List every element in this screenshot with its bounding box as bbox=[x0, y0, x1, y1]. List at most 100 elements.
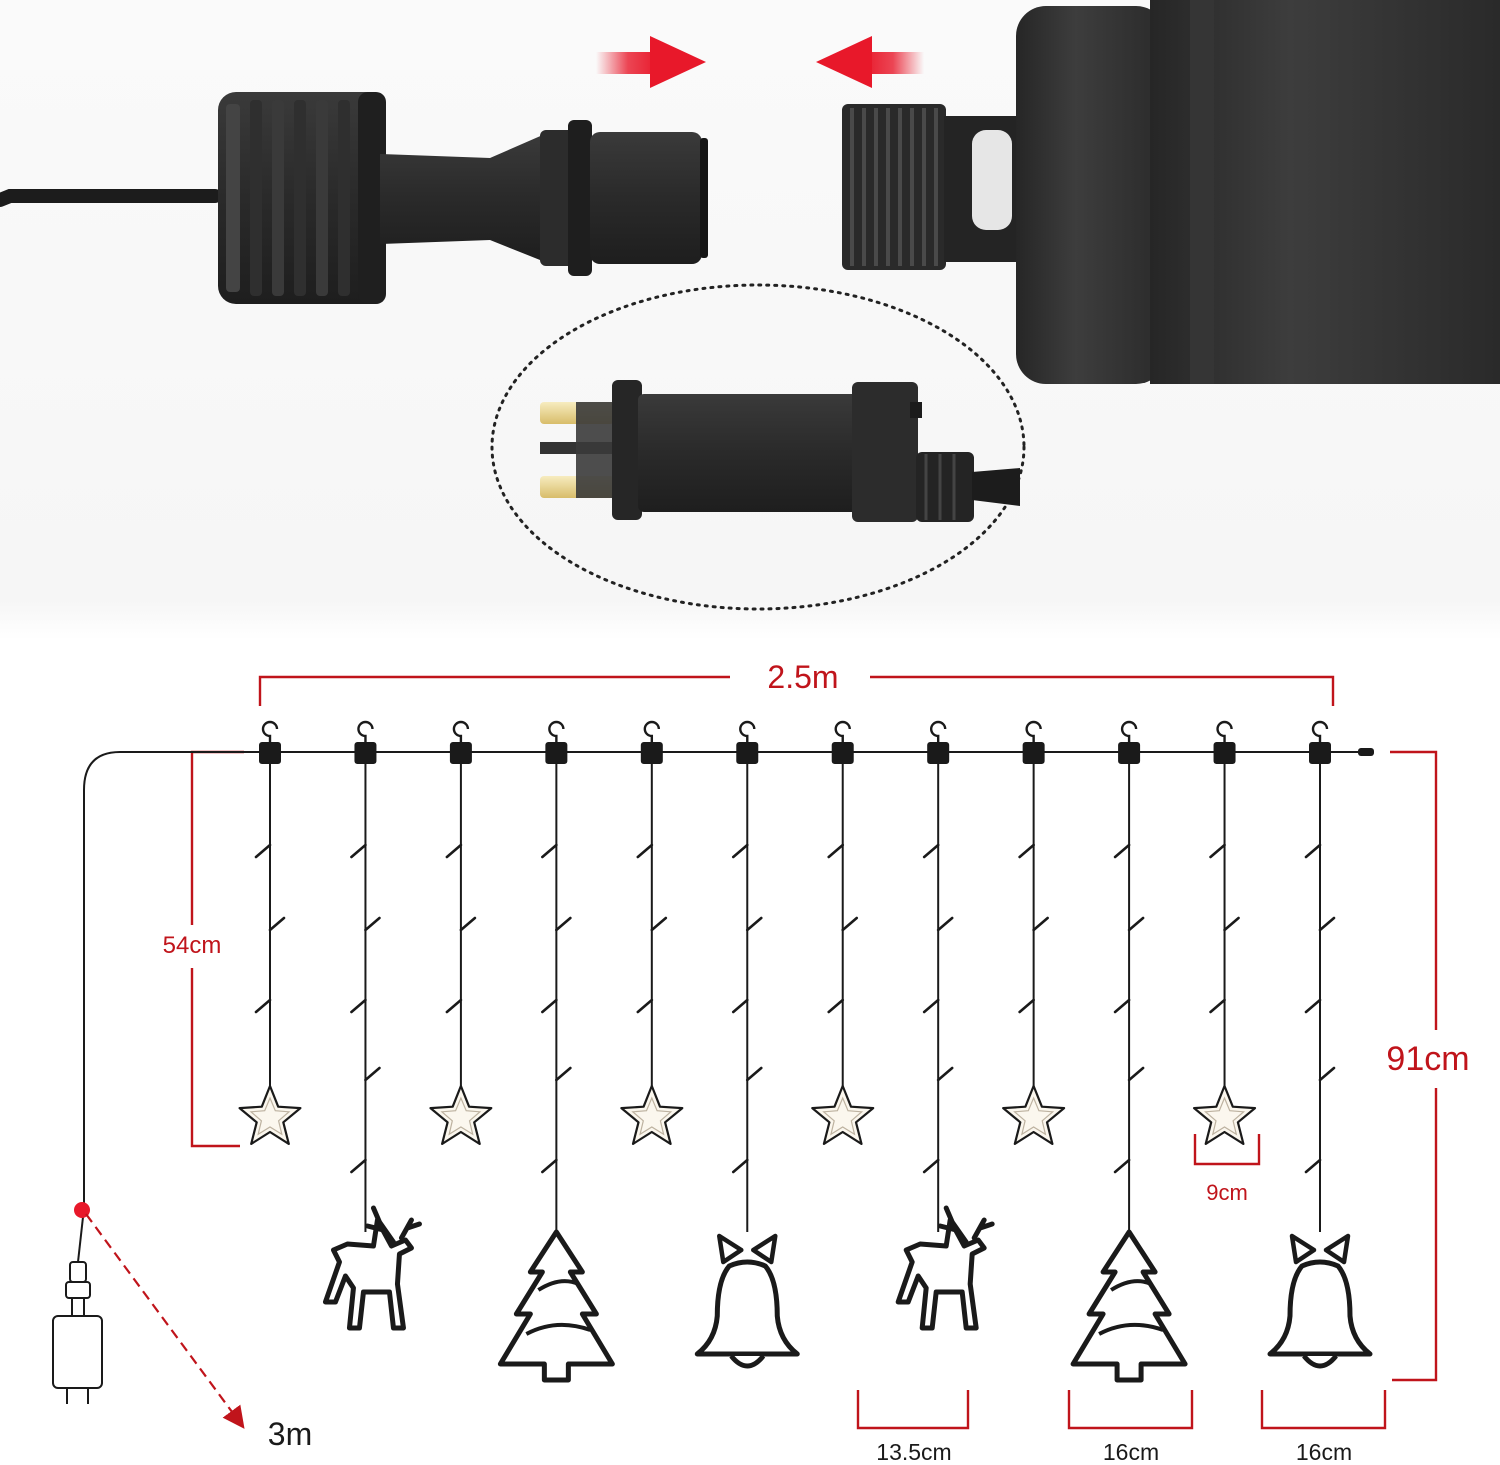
bell-clapper bbox=[729, 1354, 766, 1369]
led-bulb bbox=[1127, 1066, 1145, 1082]
star-icon bbox=[238, 1084, 302, 1145]
inset-ellipse bbox=[490, 283, 1026, 611]
led-bulb bbox=[254, 998, 272, 1014]
lead-cable-label: 3m bbox=[268, 1416, 312, 1452]
dim-91-bottom bbox=[1392, 1088, 1438, 1382]
led-bulb bbox=[541, 1158, 558, 1174]
antler-icon bbox=[364, 1205, 422, 1245]
star-inner-icon bbox=[440, 1096, 482, 1136]
led-bulb bbox=[350, 843, 367, 859]
led-bulb bbox=[364, 1066, 381, 1082]
strand-clip bbox=[1022, 742, 1045, 764]
threaded-socket bbox=[842, 104, 1024, 270]
led-bulb bbox=[827, 843, 845, 859]
lead-cable bbox=[0, 189, 222, 207]
power-housing bbox=[1016, 0, 1500, 384]
strand-9-star bbox=[1002, 720, 1066, 1145]
star-inner-icon bbox=[1204, 1096, 1246, 1136]
hook-icon bbox=[643, 720, 661, 742]
star-icon bbox=[811, 1084, 875, 1145]
star-icon bbox=[1002, 1084, 1066, 1145]
star-icon bbox=[1193, 1084, 1257, 1145]
strand-12-bell bbox=[1267, 720, 1373, 1369]
dim-width-right bbox=[870, 675, 1335, 706]
led-bulb bbox=[459, 916, 477, 932]
hook-icon bbox=[1120, 720, 1138, 742]
strand-clip bbox=[259, 742, 281, 764]
led-bulb bbox=[1032, 916, 1049, 932]
dim-91-top bbox=[1390, 750, 1438, 1030]
star-drop-label: 54cm bbox=[163, 932, 222, 959]
led-bulb bbox=[1018, 998, 1035, 1014]
led-bulb bbox=[350, 998, 367, 1014]
led-bulb bbox=[1304, 1158, 1322, 1174]
hook-icon bbox=[929, 720, 947, 742]
strand-clip bbox=[1118, 742, 1141, 764]
star-inner-icon bbox=[822, 1096, 864, 1136]
dim-54-top bbox=[190, 750, 244, 925]
bell-clapper bbox=[1302, 1354, 1338, 1369]
total-width-label: 2.5m bbox=[767, 659, 838, 695]
strand-clip bbox=[545, 742, 568, 764]
strand-8-reindeer bbox=[895, 720, 995, 1331]
bell-icon bbox=[694, 1259, 800, 1357]
reindeer-icon bbox=[895, 1217, 987, 1331]
connector-illustration bbox=[0, 0, 1500, 611]
led-bulb bbox=[745, 1066, 763, 1082]
lead-cable-diagram: 3m bbox=[52, 751, 312, 1452]
star-icon bbox=[620, 1084, 684, 1145]
lead-cable-arrow bbox=[85, 1213, 245, 1429]
reindeer-icon bbox=[322, 1217, 414, 1331]
led-bulb bbox=[922, 1158, 940, 1174]
tree-width-label: 16cm bbox=[1103, 1439, 1159, 1465]
strands-layer bbox=[238, 720, 1374, 1383]
led-bulb bbox=[445, 998, 463, 1014]
led-bulb bbox=[731, 843, 749, 859]
seal-ring bbox=[972, 130, 1012, 230]
led-bulb bbox=[555, 1066, 572, 1082]
bow-icon bbox=[1289, 1233, 1351, 1265]
led-bulb bbox=[1318, 916, 1336, 932]
led-bulb bbox=[922, 843, 940, 859]
plug-collar bbox=[540, 130, 574, 266]
led-bulb bbox=[636, 843, 654, 859]
plug-adapter-icon bbox=[540, 380, 1020, 522]
strand-clip bbox=[640, 742, 663, 764]
led-bulb bbox=[731, 998, 749, 1014]
dim-tree bbox=[1067, 1390, 1194, 1430]
hook-icon bbox=[1025, 720, 1042, 742]
led-bulb bbox=[541, 843, 558, 859]
led-bulb bbox=[445, 843, 463, 859]
full-drop-label: 91cm bbox=[1386, 1040, 1469, 1078]
tree-icon bbox=[1070, 1229, 1188, 1383]
bow-icon bbox=[717, 1233, 778, 1265]
knurled-nut bbox=[218, 92, 386, 304]
strand-3-star bbox=[429, 720, 493, 1145]
led-bulb bbox=[827, 998, 845, 1014]
strand-clip bbox=[1309, 742, 1331, 764]
led-bulb bbox=[745, 916, 763, 932]
connector-arrow-icon bbox=[596, 36, 924, 88]
tree-garland bbox=[525, 1279, 592, 1336]
strand-2-reindeer bbox=[322, 720, 422, 1331]
hook-icon bbox=[834, 720, 851, 742]
hook-icon bbox=[1311, 720, 1329, 742]
dim-width-left bbox=[258, 675, 730, 706]
strand-clip bbox=[449, 742, 472, 764]
strand-10-tree bbox=[1070, 720, 1188, 1383]
led-bulb bbox=[268, 916, 286, 932]
strand-clip bbox=[354, 742, 377, 764]
hook-icon bbox=[739, 720, 756, 742]
star-icon bbox=[429, 1084, 493, 1145]
star-inner-icon bbox=[249, 1096, 291, 1136]
strand-1-star bbox=[238, 720, 302, 1145]
led-bulb bbox=[936, 916, 954, 932]
dim-54-bottom bbox=[190, 968, 240, 1148]
led-bulb bbox=[922, 998, 940, 1014]
led-bulb bbox=[1113, 843, 1131, 859]
led-bulb bbox=[254, 843, 272, 859]
led-bulb bbox=[1209, 843, 1226, 859]
end-cap bbox=[1358, 748, 1374, 756]
strand-11-star bbox=[1193, 720, 1257, 1145]
